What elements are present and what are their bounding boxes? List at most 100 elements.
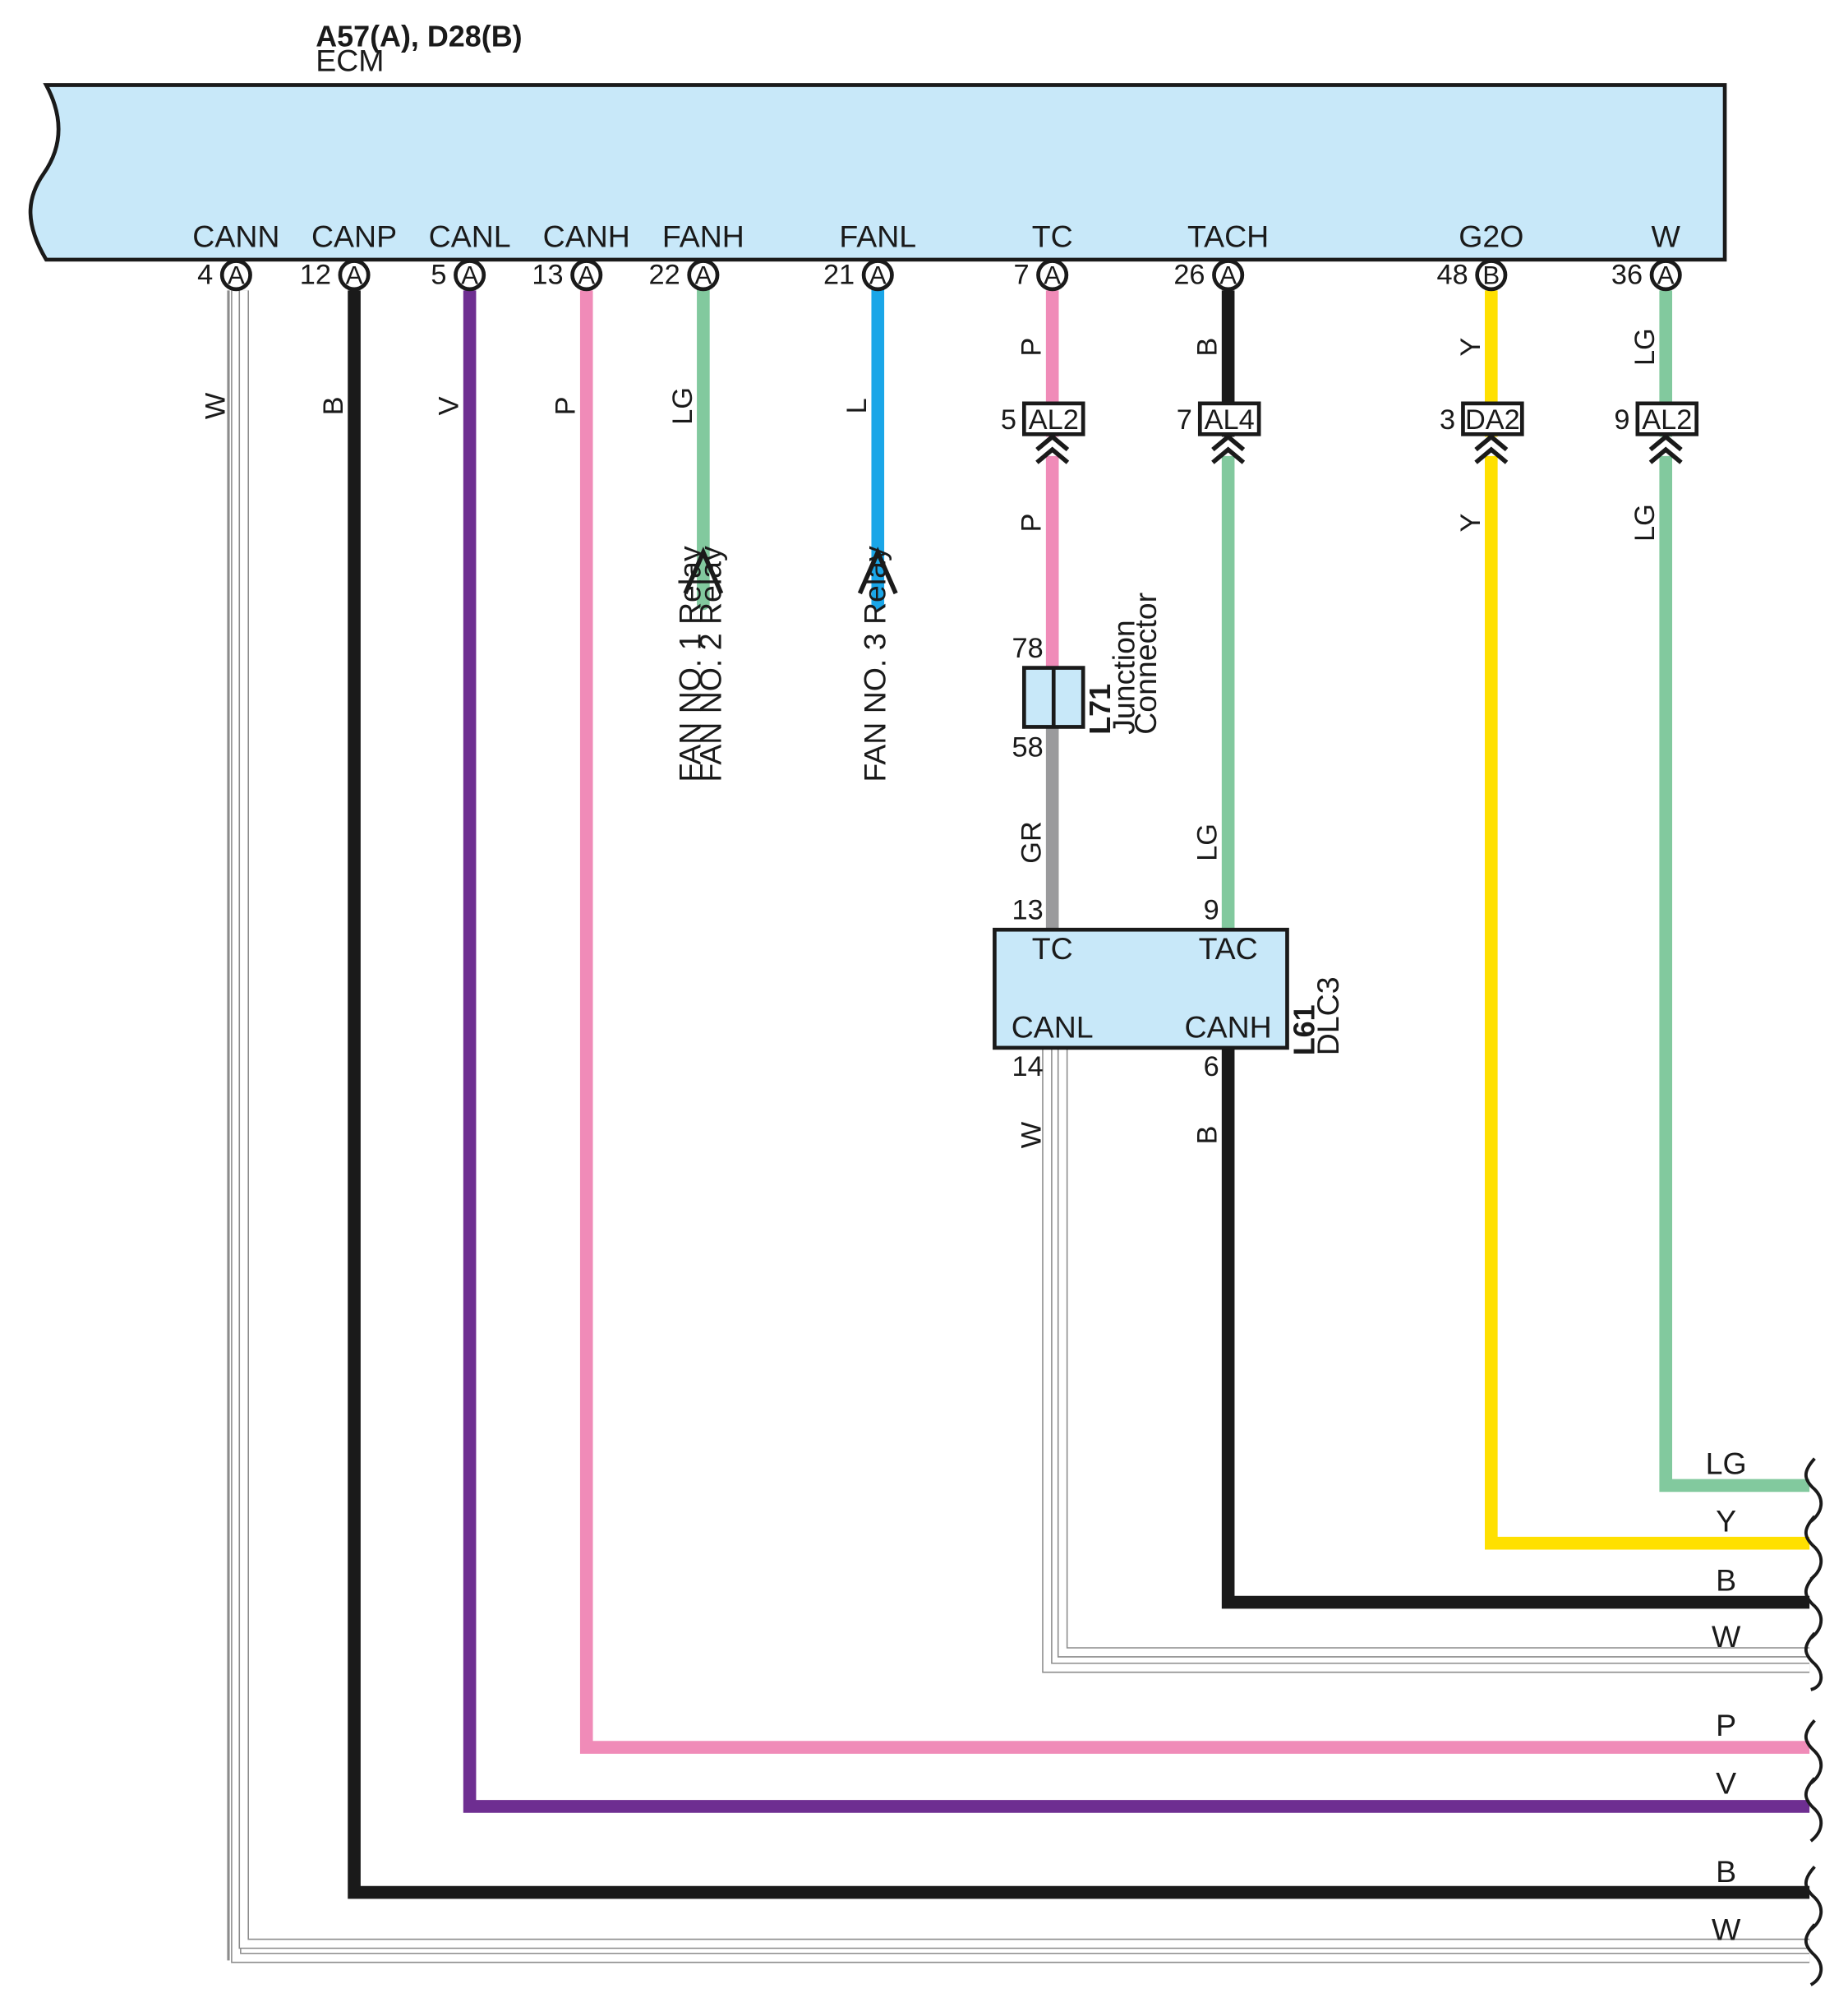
wire-code-w-upper: LG (1629, 328, 1661, 366)
svg-text:A: A (694, 261, 712, 290)
inline-connector-g2o: 3 DA2 (1440, 401, 1524, 464)
wire-code-labels: W B V P LG L P P B LG Y Y LG LG GR W B (200, 328, 1661, 1148)
ecm-pin-name-g2o: G2O (1459, 219, 1523, 253)
wire-code-l61-canh: B (1192, 1126, 1224, 1145)
exit-label-b2: B (1716, 1854, 1736, 1889)
l61-pin-canl: 14 (1012, 1051, 1044, 1082)
pin-circle-g2o: B 48 (1437, 259, 1508, 292)
exit-label-w2: W (1712, 1912, 1741, 1946)
ecm-body (28, 83, 1727, 262)
wire-l61-canl (1042, 1047, 1810, 1673)
ecm-pin-name-fanl: FANL (839, 219, 916, 253)
svg-text:A: A (1219, 261, 1237, 290)
relay-fan1-label: FAN NO. 1 Relay (673, 546, 707, 782)
pin-num-fanh: 22 (649, 260, 680, 291)
wire-code-l71-out: GR (1016, 821, 1048, 864)
svg-text:A: A (228, 261, 245, 290)
l71-id: L71 (1083, 684, 1117, 735)
ecm-pin-name-cann: CANN (192, 219, 279, 253)
wire-code-w-lower: LG (1629, 504, 1661, 542)
chevron-icon (1035, 433, 1070, 464)
svg-text:A: A (578, 261, 595, 290)
wire-code-g2o-upper: Y (1455, 338, 1486, 357)
inline-pin-w: 9 (1614, 404, 1629, 436)
inline-pin-tc: 5 (1001, 404, 1016, 436)
svg-text:A: A (1044, 261, 1061, 290)
chevron-icon (1648, 433, 1683, 464)
l61-name: DLC3 (1311, 976, 1345, 1055)
inline-connector-w: 9 AL2 (1614, 401, 1699, 464)
l61-label-canh: CANH (1185, 1009, 1272, 1044)
wire-cann-second (227, 290, 1810, 1961)
wire-code-canp: B (318, 397, 349, 416)
exit-label-p: P (1716, 1708, 1736, 1742)
l61-id: L61 (1287, 1004, 1320, 1055)
pin-num-cann: 4 (197, 260, 213, 291)
ecm-pin-name-canl: CANL (429, 219, 511, 253)
pin-circle-fanh: A 22 (649, 259, 720, 292)
inline-name-w: AL2 (1642, 404, 1692, 436)
l61-label-tac: TAC (1199, 931, 1258, 966)
ecm-pin-name-tach: TACH (1187, 219, 1269, 253)
wire-code-g2o-lower: Y (1455, 514, 1486, 533)
wire-canl (463, 290, 1810, 1813)
wire-code-canl: V (434, 396, 465, 415)
exit-label-v: V (1716, 1765, 1736, 1800)
wire-l61-canh (1221, 1047, 1810, 1609)
svg-text:A: A (869, 261, 887, 290)
l61-label-tc: TC (1032, 931, 1073, 966)
l61-label-canl: CANL (1012, 1009, 1094, 1044)
inline-name-tach: AL4 (1205, 404, 1255, 436)
wire-code-tc-lower: P (1016, 514, 1048, 533)
wire-code-cann: W (200, 392, 231, 419)
relay-fan3: FAN NO. 3 Relay (857, 546, 898, 782)
exit-label-y: Y (1716, 1504, 1736, 1539)
pin-circle-w: A 36 (1611, 259, 1682, 292)
ecm-pin-name-canp: CANP (311, 219, 397, 253)
exit-label-b: B (1716, 1563, 1736, 1598)
pin-num-g2o: 48 (1437, 260, 1468, 291)
wire-canh (579, 290, 1810, 1754)
l71-pin-out: 58 (1012, 731, 1044, 763)
ecm-pin-name-tc: TC (1032, 219, 1073, 253)
exit-label-lg: LG (1706, 1446, 1747, 1480)
pin-circle-canl: A 5 (431, 259, 486, 292)
relay-arrow-icon (683, 547, 724, 595)
pin-num-canh: 13 (532, 260, 563, 291)
chevron-icon (1211, 433, 1246, 464)
wire-cann (231, 290, 1810, 1963)
inline-pin-tach: 7 (1177, 404, 1192, 436)
ecm-component: A57(A), D28(B) ECM CANN CANP CANL CANH F… (28, 20, 1727, 262)
svg-text:B: B (1482, 261, 1500, 290)
l61-pin-canh: 6 (1204, 1051, 1219, 1082)
wire-code-tach-lower: LG (1192, 824, 1224, 861)
wire-code-tc-upper: P (1016, 338, 1048, 357)
pin-num-w: 36 (1611, 260, 1643, 291)
pin-num-tach: 26 (1173, 260, 1205, 291)
svg-text:A: A (1657, 261, 1675, 290)
l61-pin-tac: 9 (1204, 895, 1219, 926)
wire-code-tach-upper: B (1192, 338, 1224, 357)
relay-arrow-icon (857, 547, 898, 595)
ecm-name: ECM (316, 43, 384, 77)
svg-text:A: A (461, 261, 478, 290)
inline-connector-tc: 5 AL2 (1001, 401, 1085, 464)
pin-circle-canh: A 13 (532, 259, 603, 292)
l71-label-2: Connector (1128, 593, 1163, 735)
wire-code-fanh: LG (667, 387, 698, 425)
pin-num-canl: 5 (431, 260, 446, 291)
ecm-pin-name-w: W (1652, 219, 1681, 253)
relay-fan2-label: FAN NO. 2 Relay (694, 546, 728, 782)
inline-name-g2o: DA2 (1465, 404, 1520, 436)
pin-num-tc: 7 (1013, 260, 1029, 291)
pin-circle-canp: A 12 (300, 259, 371, 292)
pin-circle-cann: A 4 (197, 259, 252, 292)
l61-pin-tc: 13 (1012, 895, 1044, 926)
l71-label-1: Junction (1107, 620, 1141, 735)
pin-num-fanl: 21 (823, 260, 855, 291)
relay-fan3-label: FAN NO. 3 Relay (858, 546, 892, 782)
break-marks (1804, 1457, 1823, 1986)
pin-circle-tach: A 26 (1173, 259, 1245, 292)
right-exit-labels: LG Y B W P V B W (1706, 1446, 1747, 1946)
